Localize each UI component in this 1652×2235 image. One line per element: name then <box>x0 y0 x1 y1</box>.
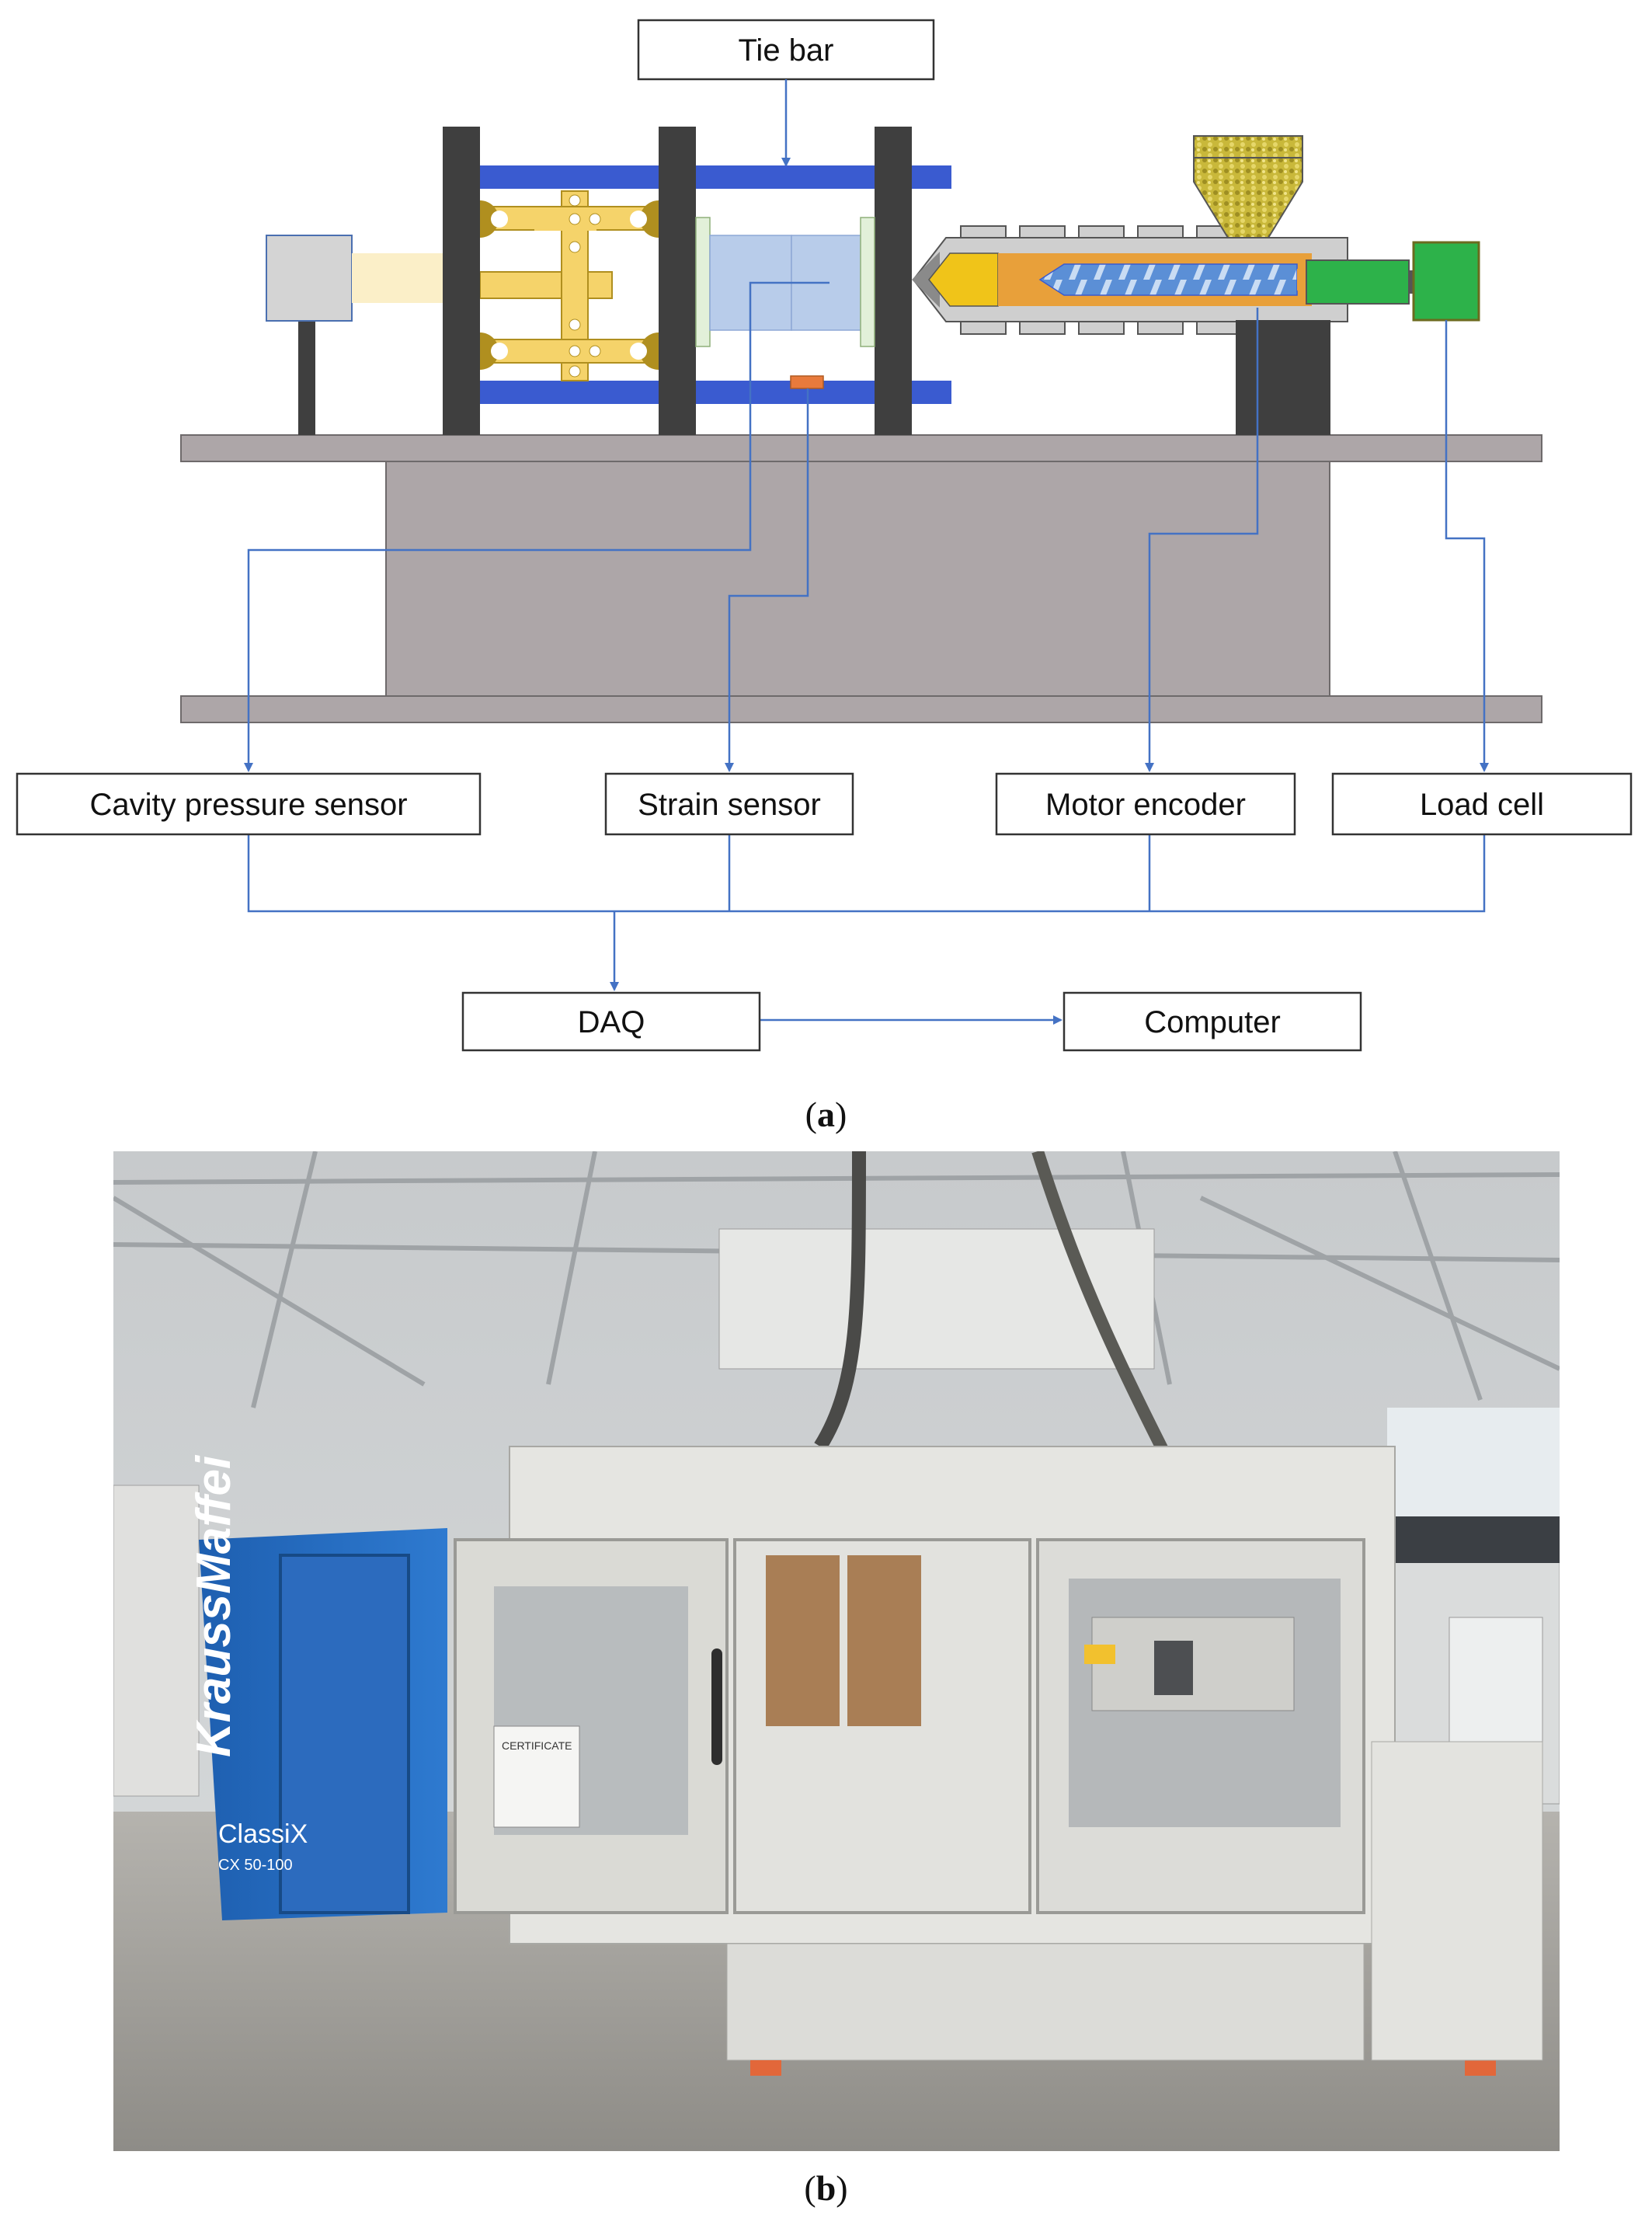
rear-platen <box>443 127 480 435</box>
svg-text:DAQ: DAQ <box>578 1005 645 1039</box>
certificate <box>493 1725 580 1828</box>
melt-zone-front <box>928 252 999 307</box>
svg-text:Tie bar: Tie bar <box>738 33 833 68</box>
foot-right <box>1465 2060 1496 2076</box>
hose-1 <box>814 1151 866 1450</box>
base-bottom-rail <box>180 695 1542 723</box>
svg-text:Computer: Computer <box>1144 1005 1281 1039</box>
signal-wires <box>244 281 1489 1025</box>
clamp-piston-rod <box>352 253 443 303</box>
strain-gauge <box>790 375 824 389</box>
machine-base <box>726 1943 1365 2061</box>
machine-photo: KraussMaffei ClassiX CX 50-100 CERTIFICA… <box>113 1151 1560 2151</box>
hopper-outline <box>1193 135 1303 158</box>
clamp-cylinder <box>266 235 353 322</box>
injection-unit-support <box>1236 320 1330 435</box>
background-cabinet-left <box>113 1485 200 1797</box>
door-handle <box>711 1648 722 1765</box>
motor <box>1306 259 1410 305</box>
blue-door-window <box>279 1554 410 1914</box>
mold-insulation-left <box>695 217 711 347</box>
sensor-label-strain: Strain sensor <box>604 772 854 836</box>
sensor-label-motor-encoder: Motor encoder <box>995 772 1296 836</box>
fixed-platen <box>875 127 912 435</box>
cardboard-cover-2 <box>847 1555 921 1726</box>
brand-text: KraussMaffei <box>187 1454 241 1757</box>
model-text: ClassiX <box>218 1819 308 1849</box>
hopper <box>1193 135 1303 238</box>
clamp-cylinder-support <box>298 320 315 435</box>
caption-a-letter: a <box>817 1095 835 1134</box>
screw <box>1038 263 1298 296</box>
side-cabinet <box>1371 1741 1543 2061</box>
background-cabinet-right <box>1449 1617 1543 1750</box>
coupling <box>1409 270 1414 294</box>
computer-box: Computer <box>1062 991 1362 1052</box>
caption-b: (b) <box>804 2168 848 2208</box>
injection-molding-diagram: Tie bar <box>16 19 1633 1052</box>
warning-label <box>1084 1645 1115 1664</box>
load-cell <box>1412 241 1480 322</box>
mold-insulation-right <box>860 217 875 347</box>
caption-b-letter: b <box>816 2168 836 2208</box>
nozzle <box>912 252 940 308</box>
svg-text:Motor encoder: Motor encoder <box>1045 788 1246 822</box>
moving-platen <box>659 127 696 435</box>
foot-left <box>750 2060 781 2076</box>
sensor-label-load-cell: Load cell <box>1331 772 1633 836</box>
daq-box: DAQ <box>461 991 761 1052</box>
tie-bar-upper <box>454 165 951 189</box>
cardboard-cover-1 <box>766 1555 840 1726</box>
tie-bar-label: Tie bar <box>637 19 935 81</box>
base-body <box>385 461 1330 697</box>
svg-text:Strain sensor: Strain sensor <box>638 788 821 822</box>
model-sub-text: CX 50-100 <box>218 1857 293 1874</box>
svg-text:Cavity pressure sensor: Cavity pressure sensor <box>89 788 407 822</box>
nozzle-assembly <box>1154 1641 1193 1695</box>
toggle-mechanism <box>479 190 659 381</box>
machine-photo-illustration: KraussMaffei ClassiX CX 50-100 CERTIFICA… <box>113 1151 1560 2151</box>
background-injection-unit <box>718 1228 1155 1370</box>
svg-text:Load cell: Load cell <box>1420 788 1544 822</box>
sensor-label-cavity-pressure: Cavity pressure sensor <box>16 772 482 836</box>
certificate-text: CERTIFICATE <box>502 1739 572 1752</box>
base-top-rail <box>180 434 1542 462</box>
caption-a: (a) <box>805 1095 847 1134</box>
tie-bar-lower <box>454 381 951 404</box>
melt-zone-middle <box>998 253 1040 306</box>
